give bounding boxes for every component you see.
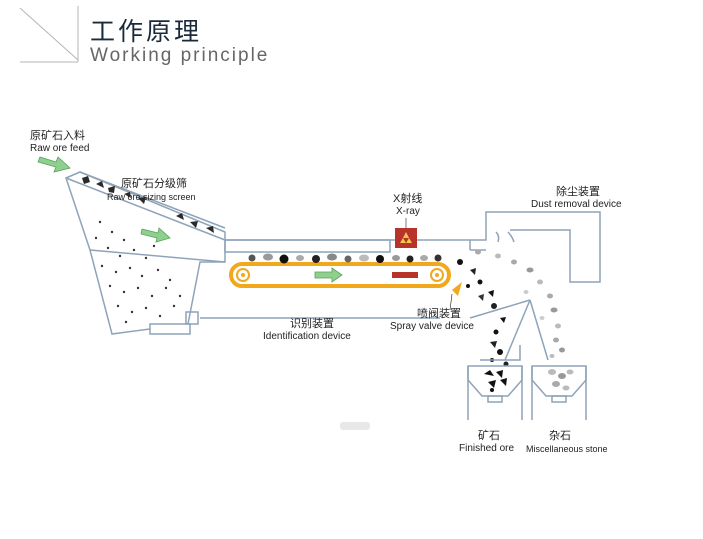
hopper-particles (94, 220, 182, 324)
dust-removal-label-en: Dust removal device (531, 199, 622, 210)
finished-ore-label-zh: 矿石 (478, 430, 500, 442)
spray-valve[interactable] (452, 282, 462, 296)
dust-nozzles (495, 231, 515, 243)
leader-lines (405, 218, 453, 311)
finished-ore-pile (484, 370, 507, 392)
identification-device[interactable] (392, 272, 418, 278)
screen-ore (82, 176, 214, 233)
sizing-screen-label-en: Raw ore sizing screen (107, 192, 196, 202)
finished-ore-bin (467, 365, 523, 420)
xray-label-en: X-ray (396, 206, 420, 217)
conveyor-frame (185, 239, 471, 325)
belt-arrow (314, 267, 343, 283)
xray-source[interactable] (395, 228, 417, 248)
ore-trajectory (457, 259, 509, 367)
dust-duct (470, 211, 601, 283)
misc-stone-pile (548, 369, 574, 391)
screen-arrow (140, 227, 171, 243)
separation-funnel (469, 299, 549, 361)
sizing-screen-label-zh: 原矿石分级筛 (121, 178, 187, 190)
identification-label-zh: 识别装置 (290, 318, 334, 330)
stone-trajectory (475, 249, 565, 358)
page-title: 工作原理 (90, 17, 203, 46)
sizing-screen (65, 171, 226, 335)
identification-label-en: Identification device (263, 331, 351, 342)
xray-label-zh: X射线 (393, 193, 423, 205)
dust-removal-label-zh: 除尘装置 (556, 186, 600, 198)
header-decoration (19, 6, 79, 63)
reflection (340, 422, 370, 430)
feed-arrow (37, 156, 71, 173)
spray-valve-label-zh: 喷阀装置 (417, 308, 461, 320)
misc-stone-label-zh: 杂石 (549, 430, 571, 442)
raw-ore-feed-label-en: Raw ore feed (30, 143, 90, 154)
belt-ore (248, 253, 442, 264)
raw-ore-feed-label-zh: 原矿石入料 (30, 130, 85, 142)
finished-ore-label-en: Finished ore (459, 443, 515, 454)
page-subtitle: Working principle (90, 45, 270, 66)
spray-valve-label-en: Spray valve device (390, 321, 474, 332)
conveyor-belt[interactable] (229, 262, 451, 288)
misc-stone-label-en: Miscellaneous stone (526, 444, 608, 454)
